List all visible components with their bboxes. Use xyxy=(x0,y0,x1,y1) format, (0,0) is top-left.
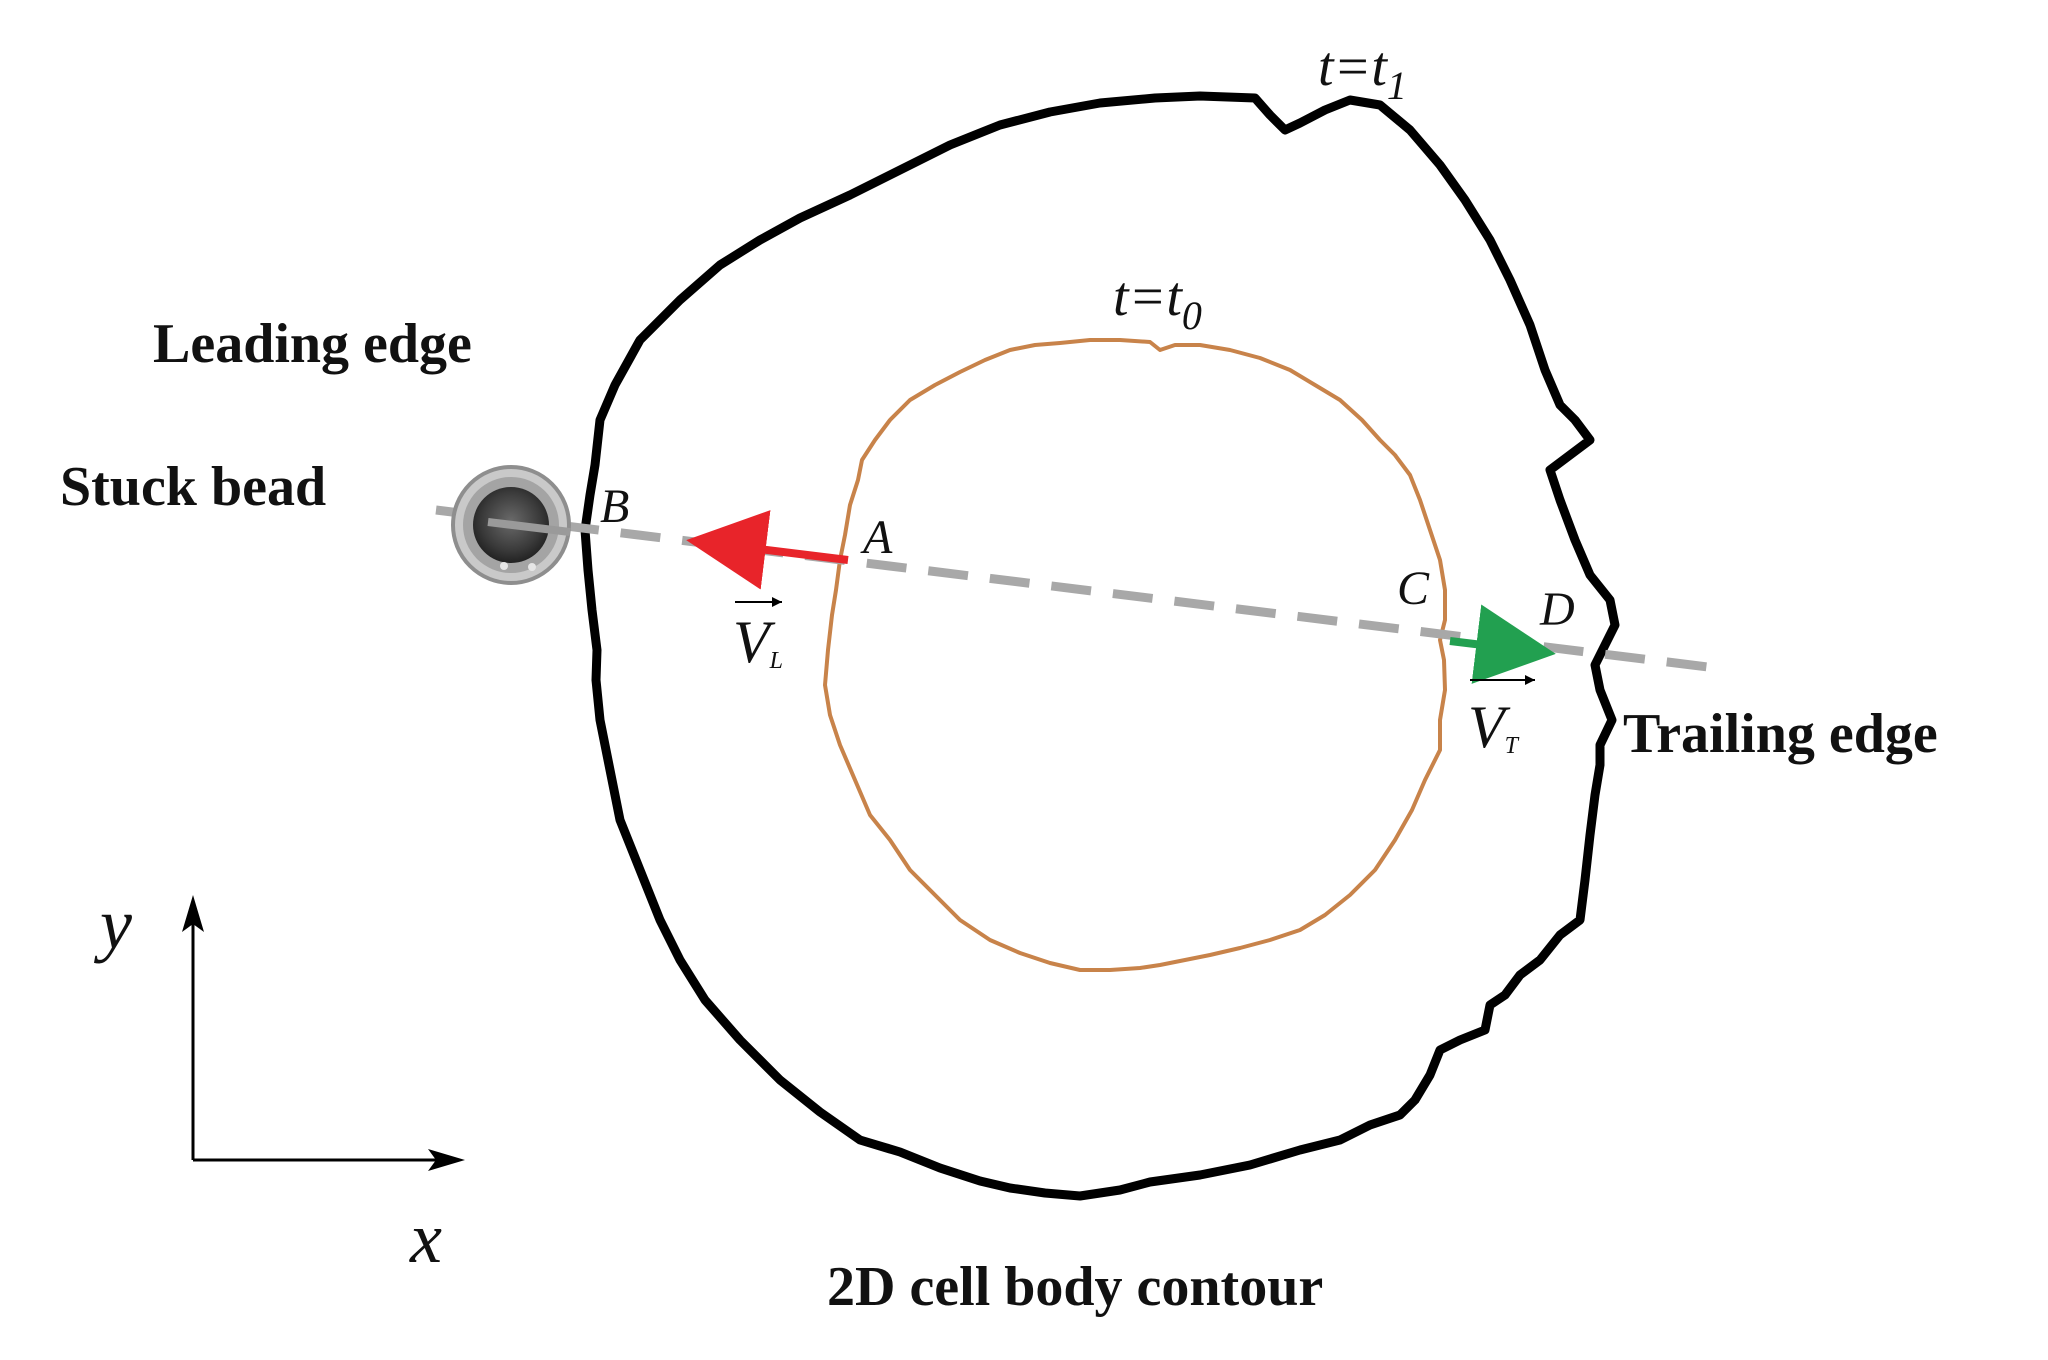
leading-velocity-arrow xyxy=(686,510,849,590)
outer-cell-contour xyxy=(580,91,1620,1201)
point-b-label: B xyxy=(600,480,629,533)
trailing-velocity-arrow xyxy=(1449,604,1556,684)
leading-edge-label: Leading edge xyxy=(153,313,472,375)
point-d-label: D xyxy=(1539,583,1575,636)
coordinate-axes xyxy=(182,895,465,1171)
leading-vector-symbol: V xyxy=(733,609,776,675)
inner-time-subscript: 0 xyxy=(1182,293,1202,338)
svg-text:VT: VT xyxy=(1468,694,1520,760)
point-c-label: C xyxy=(1397,562,1430,615)
outer-time-label: t=t1 xyxy=(1318,36,1407,108)
contour-caption: 2D cell body contour xyxy=(827,1256,1323,1318)
axis-y-label: y xyxy=(93,884,132,964)
inner-time-label: t=t0 xyxy=(1113,266,1202,338)
trailing-vector-subscript: T xyxy=(1505,733,1520,759)
axis-x-label: x xyxy=(409,1198,442,1278)
stuck-bead xyxy=(451,465,571,585)
outer-time-subscript: 1 xyxy=(1387,63,1407,108)
trailing-vector-symbol: V xyxy=(1468,694,1511,760)
trailing-edge-label: Trailing edge xyxy=(1623,703,1938,765)
inner-cell-contour xyxy=(823,338,1447,972)
leading-vector-subscript: L xyxy=(769,648,783,674)
motion-axis-dashed-line xyxy=(435,505,1709,672)
point-a-label: A xyxy=(860,511,893,564)
trailing-vector-label: VT xyxy=(1468,675,1535,760)
inner-time-main: t=t xyxy=(1113,266,1183,328)
leading-vector-label: VL xyxy=(733,597,783,675)
outer-time-main: t=t xyxy=(1318,36,1388,98)
stuck-bead-label: Stuck bead xyxy=(60,456,326,518)
svg-text:VL: VL xyxy=(733,609,783,675)
